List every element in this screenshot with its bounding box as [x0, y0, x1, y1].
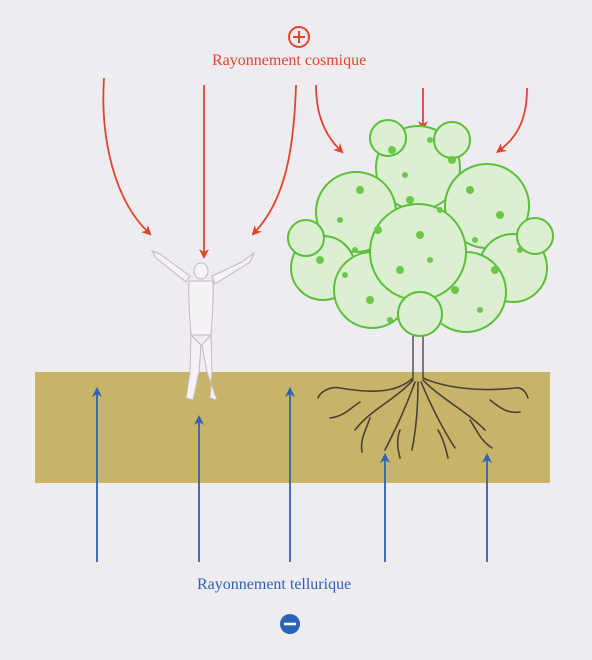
telluric-radiation-label: Rayonnement tellurique [197, 576, 352, 593]
tree-foliage-texture [316, 137, 523, 323]
telluric-arrows [92, 387, 492, 562]
cosmic-arrow [102, 77, 152, 236]
cosmic-arrows [102, 77, 528, 259]
tree-crown [287, 119, 554, 337]
cosmic-arrow [496, 87, 528, 154]
cosmic-radiation-label: Rayonnement cosmique [212, 52, 367, 69]
cosmic-arrow [251, 84, 297, 236]
minus-icon [280, 614, 300, 634]
plus-icon [288, 26, 310, 48]
tree-roots [317, 377, 529, 459]
cosmic-arrow [315, 84, 344, 154]
human-figure [150, 250, 256, 401]
